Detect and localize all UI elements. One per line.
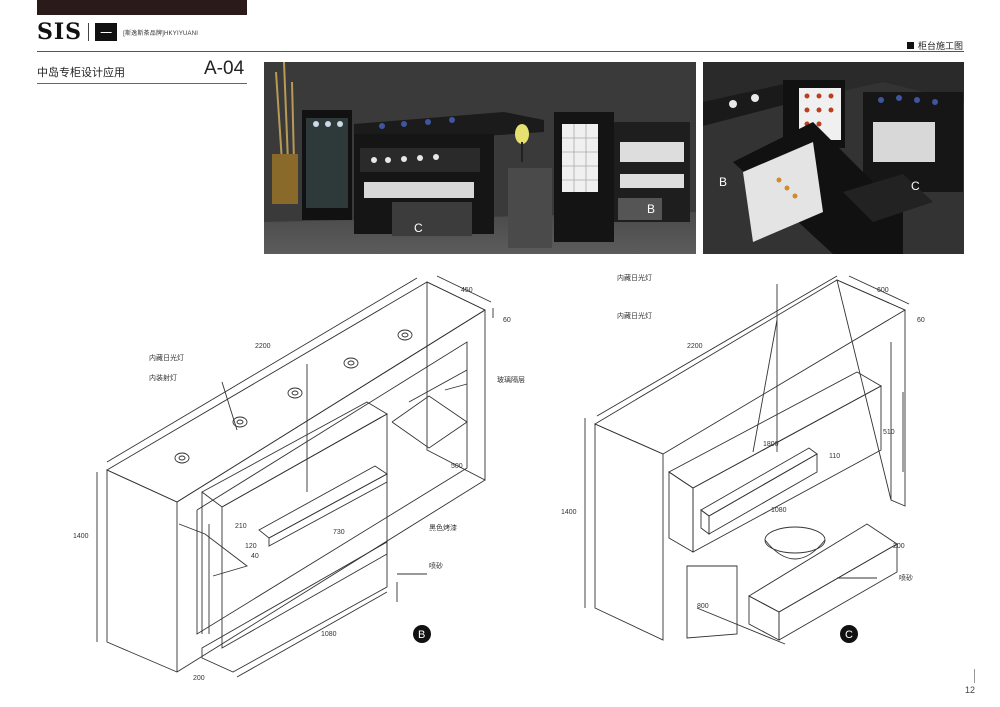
section-tag: 柜台施工图 [906,39,963,52]
b-dim-h210: 210 [235,523,247,530]
brand-logo-icon: 一 [95,23,118,41]
b-dim-height: 1400 [73,533,89,540]
square-bullet-icon [906,42,914,49]
b-note-matte-sand: 喷砂 [429,561,443,570]
brand-sis: SIS [37,19,83,45]
b-dim-depth: 450 [461,287,473,294]
b-dim-width: 2200 [255,343,271,350]
b-note-black-paint: 黑色烤漆 [429,523,457,532]
cabinet-b-top [106,281,486,503]
b-dim-h40: 40 [251,553,259,560]
b-dim-shelf-width: 730 [333,529,345,536]
marker-b-label: B [418,629,425,641]
c-dim-shelf-width: 1080 [771,507,787,514]
render-label-c: C [414,221,423,235]
cabinet-b-right [426,281,486,481]
c-dim-height: 1400 [561,509,577,516]
brand-header: SIS 一 [斯逸斯茶品牌]HKYIYUANI [37,19,199,45]
cabinet-c-front [594,423,664,641]
render2-label-b: B [719,175,727,189]
brand-subtitle: [斯逸斯茶品牌]HKYIYUANI [123,30,199,37]
top-color-bar [37,0,247,15]
marker-c-circle [840,625,858,643]
render-image-top: B C [703,62,964,254]
cabinet-c-right [836,279,906,507]
c-note-matte-sand: 喷砂 [899,573,913,582]
cabinet-b-front [106,469,178,673]
c-dim-base-height: 200 [893,543,905,550]
b-dim-top: 60 [503,317,511,324]
marker-c-label: C [845,629,853,641]
render-image-front: C B [264,62,696,254]
c-dim-top: 60 [917,317,925,324]
marker-b-circle [413,625,431,643]
b-dim-h120: 120 [245,543,257,550]
render-label-b: B [647,202,655,216]
header-rule [37,51,964,52]
b-note-spot-lamp: 内装射灯 [149,373,177,382]
subtitle-rule [37,83,247,84]
page-number: 12 [964,685,975,695]
c-note-hidden-lamp-1: 内藏日光灯 [617,273,652,282]
c-dim-depth: 600 [877,287,889,294]
brand-divider [88,23,90,41]
c-dim-h510: 510 [883,429,895,436]
page-code: A-04 [204,58,245,79]
page-number-rule [974,669,975,683]
b-dim-base-width: 1080 [321,631,337,638]
c-dim-base-width: 800 [697,603,709,610]
section-tag-label: 柜台施工图 [917,41,963,51]
b-dim-base-depth: 200 [193,675,205,682]
c-dim-inner-width: 1800 [763,441,779,448]
technical-drawings: 1400 2200 450 60 500 730 210 120 40 1080… [37,262,964,692]
b-note-glass-shelf: 玻璃隔层 [497,375,525,384]
b-dim-inner-depth: 500 [451,463,463,470]
c-dim-h110: 110 [829,453,840,460]
c-note-hidden-lamp-2: 内藏日光灯 [617,311,652,320]
b-note-hidden-lamp: 内藏日光灯 [149,353,184,362]
page-subtitle: 中岛专柜设计应用 [37,67,125,79]
c-dim-width: 2200 [687,343,703,350]
render2-label-c: C [911,179,920,193]
